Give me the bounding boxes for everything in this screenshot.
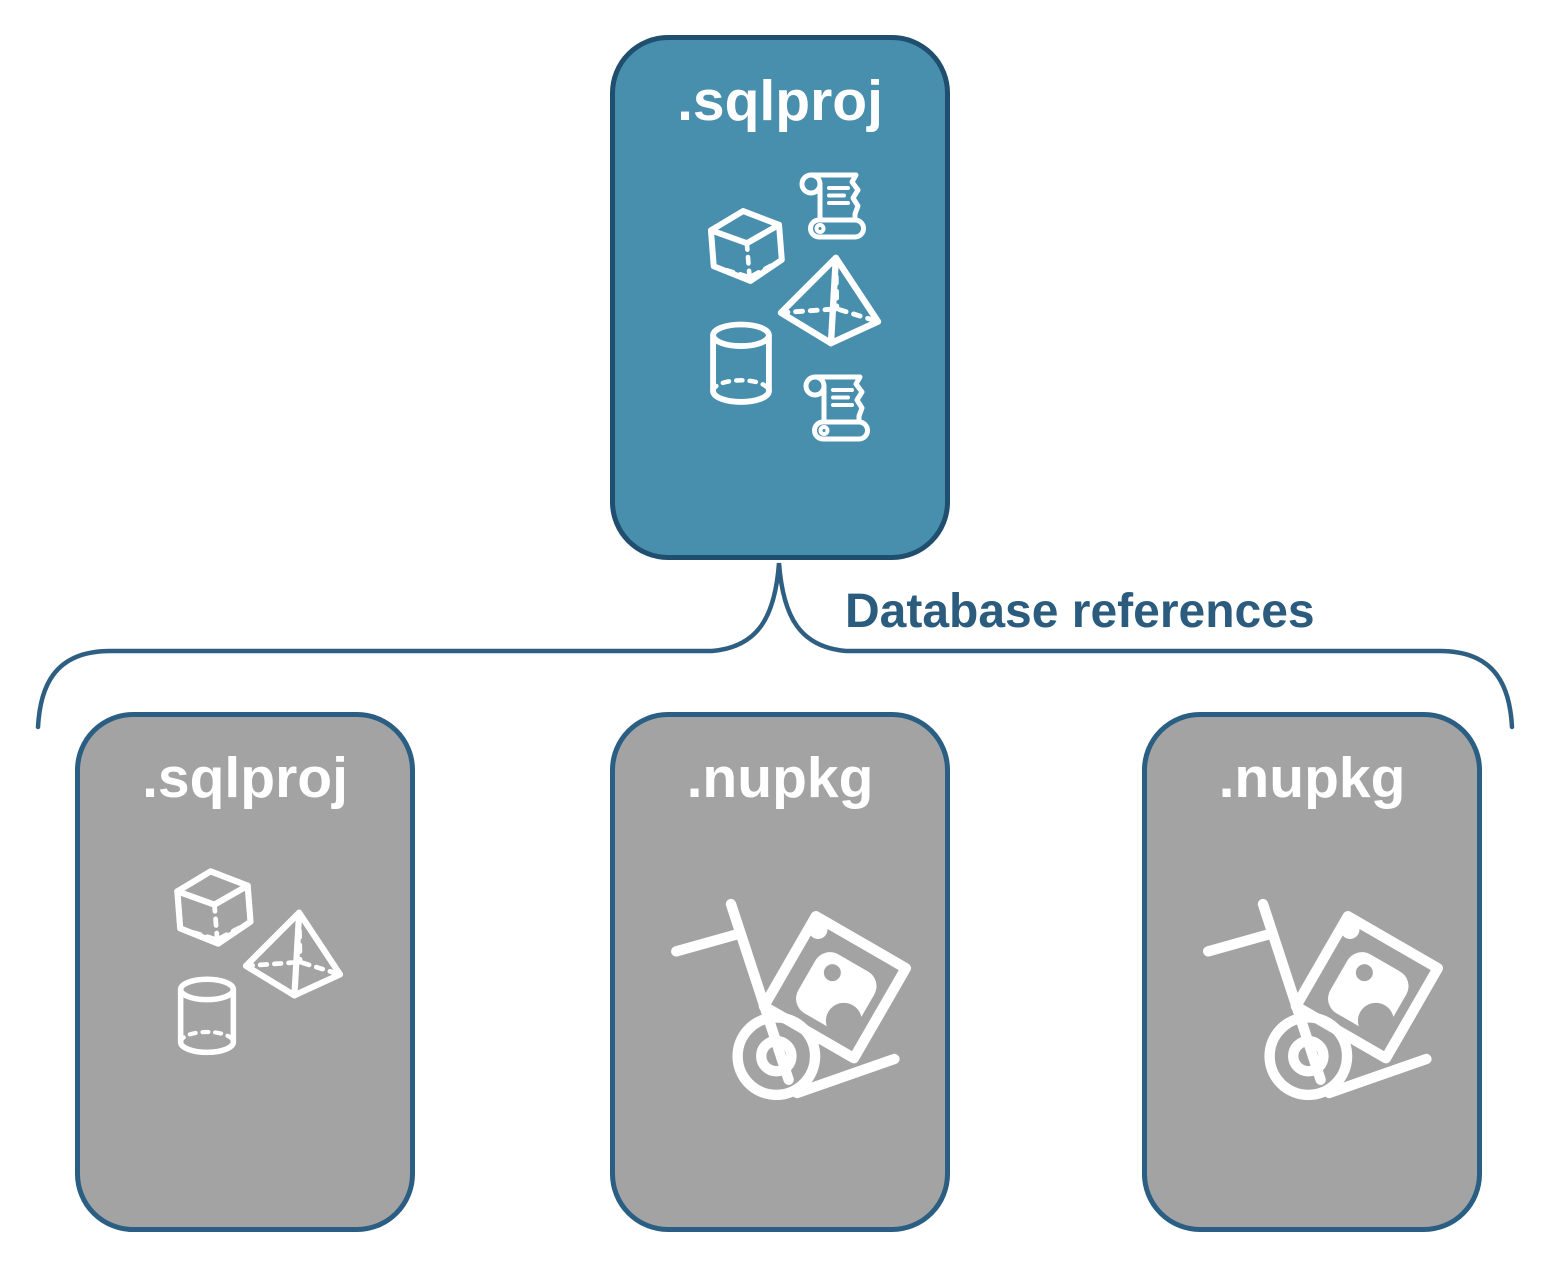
- reference-nupkg-card: .nupkg: [610, 712, 950, 1232]
- pyramid-icon: [240, 907, 345, 1002]
- cylinder-icon: [705, 320, 777, 410]
- package-dolly-icon: [1195, 855, 1450, 1110]
- connector-label: Database references: [845, 585, 1315, 638]
- pyramid-icon: [775, 252, 883, 350]
- root-card-title: .sqlproj: [677, 69, 883, 133]
- reference-card-title: .sqlproj: [142, 746, 348, 810]
- cylinder-icon: [173, 975, 241, 1060]
- reference-sqlproj-card: .sqlproj: [75, 712, 415, 1232]
- reference-nupkg-card: .nupkg: [1142, 712, 1482, 1232]
- reference-card-title: .nupkg: [1218, 746, 1406, 810]
- package-dolly-icon: [663, 855, 918, 1110]
- reference-card-title: .nupkg: [686, 746, 874, 810]
- script-scroll-icon: [797, 370, 889, 450]
- script-scroll-icon: [793, 168, 885, 248]
- root-sqlproj-card: .sqlproj: [610, 35, 950, 560]
